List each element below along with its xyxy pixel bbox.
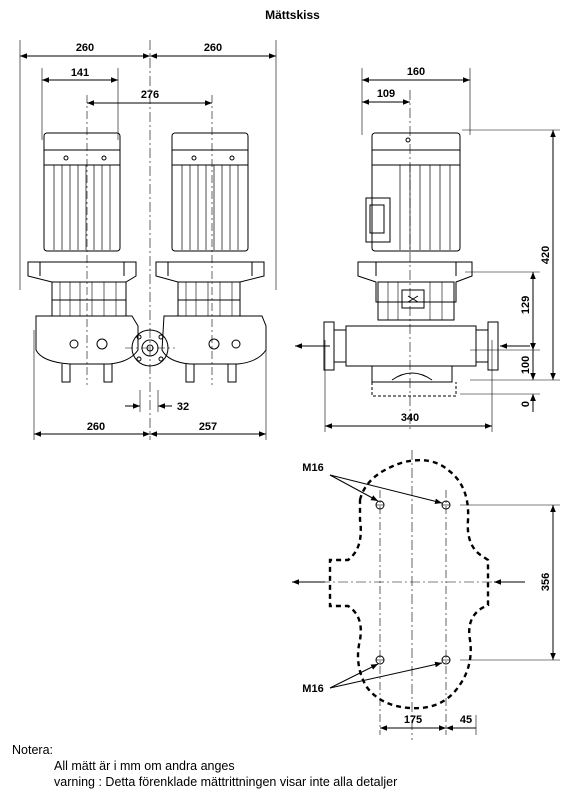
notes-line-warning: varning : Detta förenklade mättrittninge…	[54, 775, 398, 789]
notes-heading: Notera:	[12, 743, 53, 757]
notes-block: Notera: All mätt är i mm om andra anges …	[12, 742, 397, 790]
dim-label-base-height: 356	[540, 573, 552, 591]
dim-label-front-bottom-right: 257	[199, 421, 217, 433]
bolt-label-bottom: M16	[302, 683, 323, 695]
dim-label-front-small: 32	[177, 401, 189, 413]
dim-label-side-top: 160	[407, 66, 425, 78]
dim-label-side-inner: 109	[377, 88, 395, 100]
dim-label-front-top-left: 260	[76, 42, 94, 54]
front-view	[19, 40, 277, 440]
dim-label-front-span: 276	[141, 89, 159, 101]
dim-label-side-h-total: 420	[540, 246, 552, 264]
dim-label-side-h-low: 100	[520, 356, 532, 374]
dim-label-front-top-right: 260	[204, 42, 222, 54]
dim-label-side-h-zero: 0	[520, 401, 532, 407]
dim-label-front-bottom-left: 260	[87, 421, 105, 433]
dim-label-side-bottom: 340	[401, 412, 419, 424]
side-view	[295, 68, 560, 432]
bolt-label-top: M16	[302, 462, 323, 474]
base-view	[292, 450, 560, 740]
dim-label-base-w1: 175	[404, 714, 422, 726]
page-title: Mättskiss	[265, 8, 320, 22]
dim-label-side-h-mid: 129	[520, 296, 532, 314]
notes-line-units: All mätt är i mm om andra anges	[54, 759, 235, 773]
dim-label-front-inner: 141	[71, 67, 89, 79]
dim-label-base-w2: 45	[460, 714, 472, 726]
